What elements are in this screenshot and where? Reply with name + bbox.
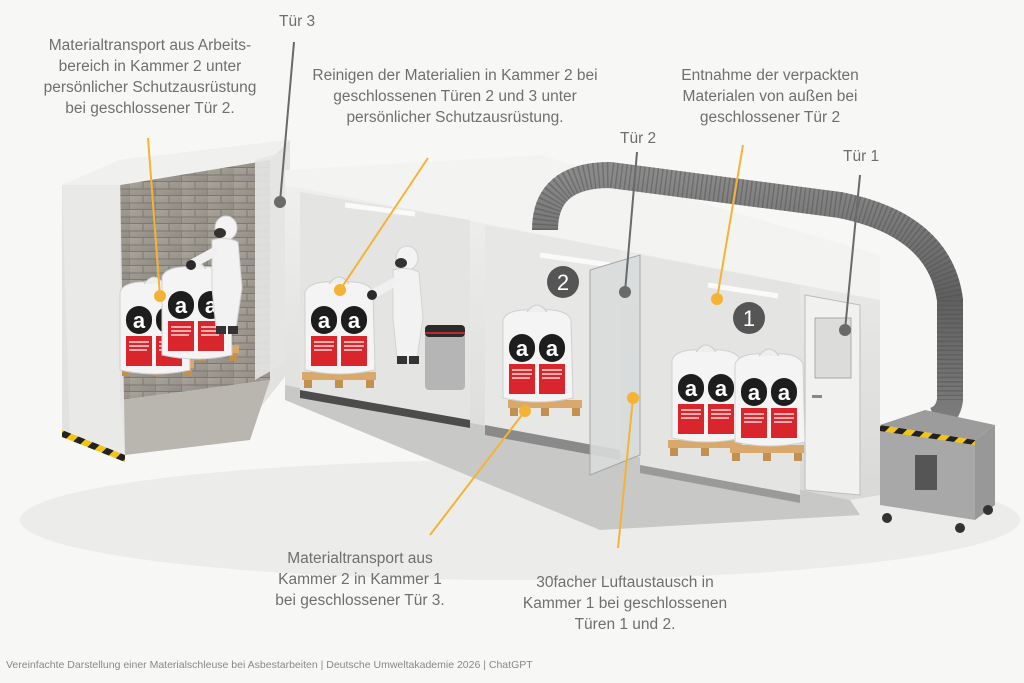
label-work-area-transport: Materialtransport aus Arbeits- bereich i… [43,37,257,117]
bag-chamber1-a [671,344,743,443]
ventilation-unit [880,410,995,533]
chamber-1-badge [733,302,765,334]
label-door-1: Tür 1 [843,148,880,165]
callout-lines [147,41,861,549]
work-area-tent [62,140,290,462]
label-removal-outside: Entnahme der verpackten Materialen von a… [681,67,859,126]
label-transport-chamber2-to-1: Materialtransport aus Kammer 2 in Kammer… [275,550,445,609]
ventilation-hose [532,161,963,433]
vacuum-cleaner [425,325,465,390]
bag-chamber1-b [734,348,806,447]
svg-text:1: 1 [743,306,755,331]
label-door-3: Tür 3 [279,13,316,30]
chamber-2-badge [547,266,579,298]
svg-text:2: 2 [557,270,569,295]
bag-middle [502,304,574,403]
label-air-exchange: 30facher Luftaustausch in Kammer 1 bei g… [522,574,728,633]
footer-caption: Vereinfachte Darstellung einer Materials… [6,659,533,671]
label-door-2: Tür 2 [620,130,657,147]
label-cleaning-chamber2: Reinigen der Materialien in Kammer 2 bei… [312,67,598,126]
